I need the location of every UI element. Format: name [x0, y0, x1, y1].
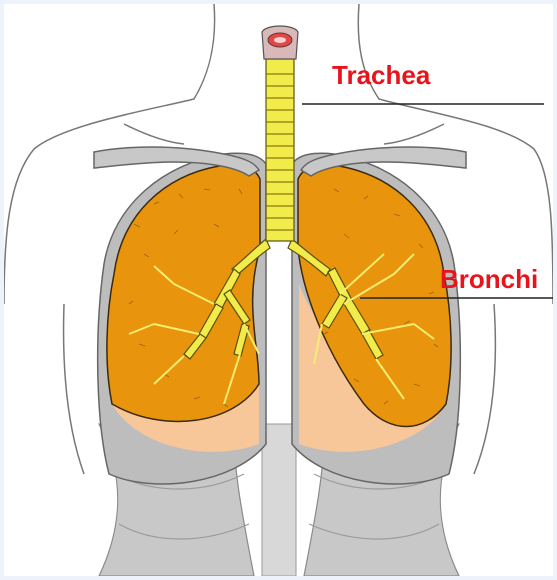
trachea: [266, 59, 294, 241]
bronchi-label: Bronchi: [440, 266, 538, 292]
larynx-icon: [262, 26, 298, 59]
trachea-label: Trachea: [332, 62, 430, 88]
right-lung: [107, 165, 260, 422]
diagram-panel: Trachea Bronchi: [4, 4, 553, 576]
